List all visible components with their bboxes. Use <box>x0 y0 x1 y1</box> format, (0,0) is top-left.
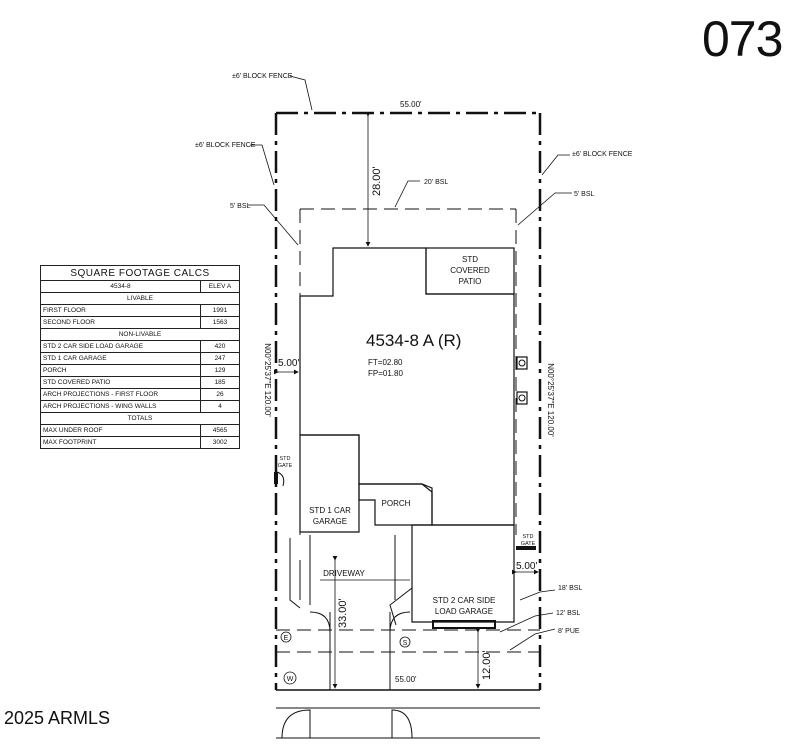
copyright-text: 2025 ARMLS <box>4 708 111 728</box>
bearing-right: N00°25'37"E 120.00' <box>546 363 555 437</box>
dim-front: 12.00' <box>481 650 493 680</box>
porch <box>358 483 433 526</box>
row-value: 247 <box>200 352 240 365</box>
std-gate-left: STD GATE <box>274 456 293 487</box>
dim-side-right: 5.00' <box>516 561 537 572</box>
section-totals: TOTALS <box>40 412 240 425</box>
row-value: 4565 <box>200 424 240 437</box>
sewer-marker-icon: S <box>399 636 411 648</box>
water-marker-icon: W <box>283 671 297 685</box>
garage1-label-2: GARAGE <box>313 517 347 526</box>
gate-right-text-2: GATE <box>521 541 536 547</box>
row-value: 420 <box>200 340 240 353</box>
section-livable: LIVABLE <box>40 292 240 305</box>
gate-right-text-1: STD <box>523 534 534 540</box>
table-row: ARCH PROJECTIONS - WING WALLS 4 <box>40 400 240 413</box>
gate-left-text-2: GATE <box>278 463 293 469</box>
bearing-left: N00°25'37"E 120.00' <box>263 343 272 417</box>
porch-label: PORCH <box>382 499 411 508</box>
patio-label-1: STD <box>462 255 478 264</box>
bsl-left-label: 5' BSL <box>230 203 251 210</box>
bsl-right-label: 5' BSL <box>574 191 595 198</box>
table-title: SQUARE FOOTAGE CALCS <box>40 265 240 281</box>
gate-left-text-1: STD <box>280 456 291 462</box>
square-footage-table: SQUARE FOOTAGE CALCS 4534-8 ELEV A LIVAB… <box>40 265 240 449</box>
row-label: STD 1 CAR GARAGE <box>40 352 201 365</box>
garage-door <box>432 620 496 629</box>
row-value: 1563 <box>200 316 240 329</box>
fence-left-label: ±6' BLOCK FENCE <box>195 142 256 149</box>
table-row: STD 2 CAR SIDE LOAD GARAGE 420 <box>40 340 240 353</box>
fence-right-label: ±6' BLOCK FENCE <box>572 151 633 158</box>
dim-top: 55.00' <box>400 100 422 109</box>
bsl-12-label: 12' BSL <box>556 610 580 617</box>
setback-lines <box>276 208 540 653</box>
table-row: SECOND FLOOR 1563 <box>40 316 240 329</box>
table-row: STD COVERED PATIO 185 <box>40 376 240 389</box>
leader-lines <box>248 75 572 651</box>
garage1-label-1: STD 1 CAR <box>309 506 351 515</box>
covered-patio <box>425 247 515 295</box>
patio-label-3: PATIO <box>459 277 482 286</box>
table-elev-header: ELEV A <box>200 280 240 293</box>
dim-side-left: 5.00' <box>278 358 299 369</box>
row-value: 3002 <box>200 436 240 449</box>
marker-w-text: W <box>287 676 294 683</box>
electric-marker-icon: E <box>280 631 292 643</box>
row-label: ARCH PROJECTIONS - FIRST FLOOR <box>40 388 201 401</box>
ft-label: FT=02.80 <box>368 358 403 367</box>
row-label: PORCH <box>40 364 201 377</box>
street <box>276 707 540 739</box>
row-value: 1991 <box>200 304 240 317</box>
driveway <box>289 535 413 690</box>
row-label: ARCH PROJECTIONS - WING WALLS <box>40 400 201 413</box>
row-value: 185 <box>200 376 240 389</box>
row-label: MAX FOOTPRINT <box>40 436 201 449</box>
dim-rear: 28.00' <box>371 166 383 196</box>
table-plan-header: 4534-8 <box>40 280 201 293</box>
garage-1 <box>299 434 360 533</box>
table-row: FIRST FLOOR 1991 <box>40 304 240 317</box>
lot-number: 073 <box>702 11 783 67</box>
row-value: 129 <box>200 364 240 377</box>
house-label: 4534-8 A (R) <box>366 331 461 350</box>
fp-label: FP=01.80 <box>368 369 403 378</box>
driveway-label: DRIVEWAY <box>323 569 365 578</box>
dim-driveway: 33.00' <box>337 598 349 628</box>
bsl-18-label: 18' BSL <box>558 585 582 592</box>
garage2-label-2: LOAD GARAGE <box>435 607 493 616</box>
marker-e-text: E <box>284 635 289 642</box>
patio-label-2: COVERED <box>450 266 490 275</box>
std-gate-right: STD GATE <box>516 534 536 550</box>
row-label: STD COVERED PATIO <box>40 376 201 389</box>
lot-boundary <box>274 111 542 691</box>
garage2-label-1: STD 2 CAR SIDE <box>433 596 496 605</box>
bsl-rear-label: 20' BSL <box>424 179 448 186</box>
row-label: MAX UNDER ROOF <box>40 424 201 437</box>
table-row: MAX UNDER ROOF 4565 <box>40 424 240 437</box>
fence-top-label: ±6' BLOCK FENCE <box>232 73 293 80</box>
dimension-lines <box>274 112 539 689</box>
row-label: SECOND FLOOR <box>40 316 201 329</box>
table-row: STD 1 CAR GARAGE 247 <box>40 352 240 365</box>
row-label: STD 2 CAR SIDE LOAD GARAGE <box>40 340 201 353</box>
garage-2 <box>411 524 515 623</box>
marker-s-text: S <box>403 640 408 647</box>
row-value: 26 <box>200 388 240 401</box>
row-label: FIRST FLOOR <box>40 304 201 317</box>
section-non-livable: NON-LIVABLE <box>40 328 240 341</box>
dim-bottom: 55.00' <box>395 675 417 684</box>
row-value: 4 <box>200 400 240 413</box>
house-footprint <box>299 247 515 629</box>
table-row: PORCH 129 <box>40 364 240 377</box>
pue-label: 8' PUE <box>558 628 580 635</box>
ac-unit-icon <box>516 356 528 405</box>
table-row: ARCH PROJECTIONS - FIRST FLOOR 26 <box>40 388 240 401</box>
table-row: MAX FOOTPRINT 3002 <box>40 436 240 449</box>
